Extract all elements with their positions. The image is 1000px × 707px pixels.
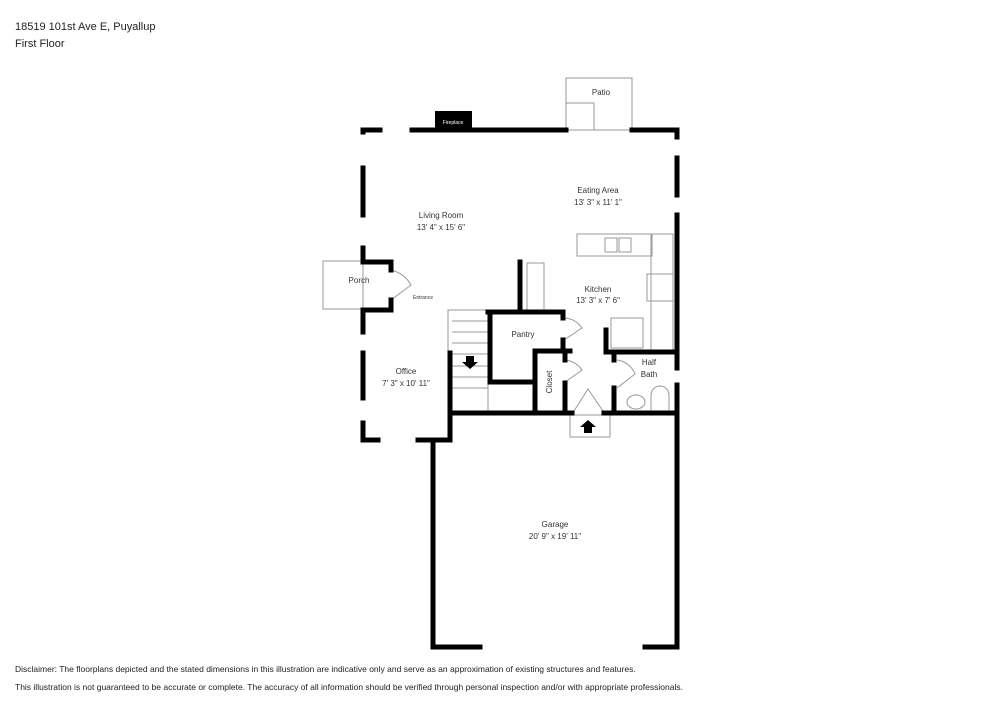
walls <box>360 127 680 650</box>
patio-step <box>565 102 595 131</box>
garage-label: Garage <box>542 520 569 529</box>
porch-label: Porch <box>349 276 370 285</box>
garage-steps <box>569 414 611 438</box>
garage-door-swing <box>573 388 604 412</box>
kitchen-dims: 13' 3" x 7' 6" <box>576 296 620 305</box>
patio-label: Patio <box>592 88 611 97</box>
sink-right <box>618 237 632 253</box>
kitchen-island <box>610 317 644 349</box>
arrows <box>462 356 596 433</box>
bath-door <box>616 359 636 389</box>
disclaimer-line-1: Disclaimer: The floorplans depicted and … <box>15 664 636 674</box>
bath-sink <box>626 394 646 410</box>
kitchen-label: Kitchen <box>585 285 612 294</box>
garage-dims: 20' 9" x 19' 11" <box>529 532 581 541</box>
pantry-door <box>563 317 583 341</box>
floor-name: First Floor <box>15 38 65 50</box>
living-room-dims: 13' 4" x 15' 6" <box>417 223 465 232</box>
arrow-up-icon <box>580 420 596 433</box>
porch-outline <box>322 260 364 310</box>
sink-left <box>604 237 618 253</box>
closet-door <box>563 359 583 384</box>
eating-area-dims: 13' 3" x 11' 1" <box>574 198 622 207</box>
eating-area-label: Eating Area <box>577 186 619 195</box>
half-bath-label-2: Bath <box>641 370 657 379</box>
arrow-down-icon <box>462 356 478 369</box>
closet-label: Closet <box>545 370 554 393</box>
entrance-door <box>390 269 412 301</box>
patio-outline <box>565 77 633 131</box>
fireplace <box>435 111 472 130</box>
toilet <box>650 385 670 413</box>
pantry-label: Pantry <box>511 330 534 339</box>
address: 18519 101st Ave E, Puyallup <box>15 21 156 33</box>
living-room-label: Living Room <box>419 211 464 220</box>
office-dims: 7' 3" x 10' 11" <box>382 379 430 388</box>
kitchen-counter <box>576 233 653 257</box>
fireplace-label: Fireplace <box>443 120 464 126</box>
stove <box>646 273 674 302</box>
disclaimer-line-2: This illustration is not guaranteed to b… <box>15 682 683 692</box>
entrance-label: Entrance <box>413 295 433 301</box>
office-label: Office <box>396 367 417 376</box>
half-bath-label-1: Half <box>642 358 657 367</box>
kitchen-counter-side <box>650 233 674 353</box>
fridge <box>526 262 545 312</box>
